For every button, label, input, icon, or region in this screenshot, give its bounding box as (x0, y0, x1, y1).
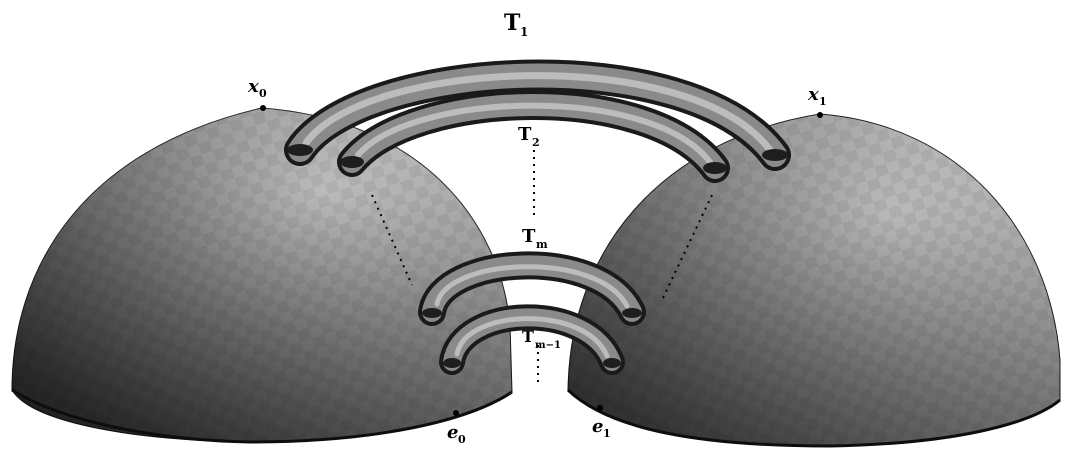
left-hemisphere (12, 108, 512, 442)
point-e1-marker (597, 405, 603, 411)
label-x0: x 0 (247, 76, 267, 100)
label-x1: x 1 (807, 84, 827, 108)
svg-text:m−1: m−1 (535, 340, 561, 351)
label-T2: T 2 (518, 124, 540, 149)
point-e0-marker (453, 410, 459, 416)
right-hemisphere (568, 114, 1060, 446)
svg-text:1: 1 (603, 427, 611, 440)
point-x1-marker (817, 112, 823, 118)
svg-text:2: 2 (532, 136, 540, 149)
svg-text:x: x (807, 84, 819, 105)
svg-text:T: T (504, 10, 521, 36)
svg-text:T: T (522, 327, 534, 346)
svg-text:0: 0 (458, 433, 466, 446)
svg-text:1: 1 (819, 95, 827, 108)
svg-text:T: T (518, 124, 532, 145)
label-T1: T 1 (504, 10, 528, 39)
svg-text:x: x (247, 76, 259, 97)
label-e0: e 0 (447, 422, 466, 446)
svg-text:T: T (522, 226, 536, 247)
point-x0-marker (260, 105, 266, 111)
label-e1: e 1 (592, 416, 611, 440)
svg-text:e: e (592, 416, 603, 437)
svg-text:0: 0 (259, 87, 267, 100)
svg-text:e: e (447, 422, 458, 443)
label-Tm: T m (522, 226, 548, 251)
svg-text:1: 1 (520, 25, 528, 39)
svg-text:m: m (536, 238, 548, 251)
